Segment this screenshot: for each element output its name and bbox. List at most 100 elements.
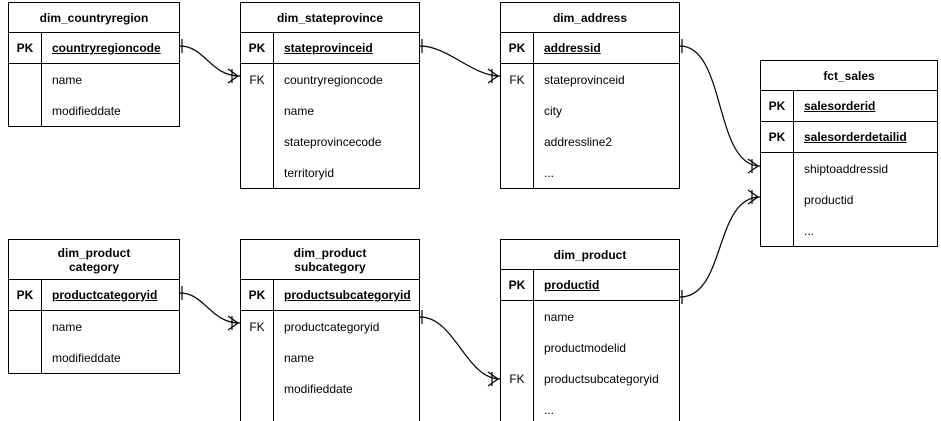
attribute-key-column [761,153,794,246]
key-badge [241,373,273,404]
attribute-name: addressline2 [544,134,613,149]
attribute-key-column [9,311,42,373]
attribute-body: FK name productmodelid productsubcategor… [501,301,679,421]
entity-title-line: dim_product [57,245,131,260]
attribute-row-primary-key[interactable]: PK salesorderdetailid [761,122,937,153]
attribute-name: ... [284,412,295,421]
attribute-row-primary-key[interactable]: PK countryregioncode [9,33,179,64]
entity-dim-stateprovince[interactable]: dim_stateprovince PK stateprovinceid FK … [240,2,420,189]
key-badge-pk: PK [501,33,534,63]
attribute-row-primary-key[interactable]: PK productid [501,270,679,301]
key-badge [501,95,533,126]
key-badge-fk: FK [509,72,525,87]
entity-title-line: fct_sales [823,68,875,83]
connector-subcategory-to-product [419,310,501,387]
attribute-name-column: name modifieddate [42,64,179,126]
attribute-name: modifieddate [52,103,121,118]
key-badge [9,64,41,95]
connector-productcategory-to-subcategory [179,286,241,331]
entity-title-dim-product: dim_product [501,240,679,270]
attribute-name: salesorderid [804,99,876,113]
entity-fct-sales[interactable]: fct_sales PK salesorderid PK salesorderd… [760,60,938,247]
key-badge [9,342,41,373]
key-badge [501,332,533,363]
key-badge [9,311,41,342]
entity-title-line: category [68,259,120,274]
key-badge [501,157,533,188]
entity-dim-product[interactable]: dim_product PK productid FK name product… [500,239,680,421]
attribute-key-column: FK [501,64,534,188]
entity-title-dim-productsubcategory: dim_product subcategory [241,240,419,280]
attribute-name: name [284,350,315,365]
entity-title-line: dim_stateprovince [276,10,384,25]
attribute-row-primary-key[interactable]: PK productsubcategoryid [241,280,419,311]
entity-title-dim-countryregion: dim_countryregion [9,3,179,33]
entity-dim-productsubcategory[interactable]: dim_product subcategory PK productsubcat… [240,239,420,421]
entity-title-line: dim_product [553,247,627,262]
attribute-body: name modifieddate [9,64,179,126]
key-badge-pk: PK [241,280,274,310]
connector-countryregion-to-stateprovince [179,39,241,84]
key-badge-pk: PK [9,280,42,310]
attribute-name: shiptoaddressid [804,161,889,176]
attribute-row-primary-key[interactable]: PK salesorderid [761,91,937,122]
attribute-name: modifieddate [52,350,121,365]
attribute-key-column: FK [241,64,274,188]
entity-dim-address[interactable]: dim_address PK addressid FK stateprovinc… [500,2,680,189]
attribute-name: city [544,103,562,118]
entity-title-fct-sales: fct_sales [761,61,937,91]
attribute-name: productmodelid [544,340,627,355]
attribute-name: productsubcategoryid [544,371,659,386]
attribute-name: productsubcategoryid [284,288,411,302]
attribute-body: FK stateprovinceid city addressline2 ... [501,64,679,188]
attribute-body: FK countryregioncode name stateprovincec… [241,64,419,188]
key-badge [241,342,273,373]
entity-title-line: dim_address [552,10,628,25]
entity-dim-productcategory[interactable]: dim_product category PK productcategoryi… [8,239,180,374]
key-badge-fk: FK [249,72,265,87]
attribute-body: shiptoaddressid productid ... [761,153,937,246]
entity-title-dim-stateprovince: dim_stateprovince [241,3,419,33]
attribute-name: productid [544,278,600,292]
key-badge [501,394,533,421]
attribute-name: modifieddate [284,381,353,396]
attribute-row-primary-key[interactable]: PK productcategoryid [9,280,179,311]
attribute-name: territoryid [284,165,335,180]
key-badge-fk: FK [509,371,525,386]
attribute-name-column: stateprovinceid city addressline2 ... [534,64,679,188]
key-badge [761,215,793,246]
attribute-row-primary-key[interactable]: PK stateprovinceid [241,33,419,64]
entity-title-line: dim_countryregion [39,10,149,25]
entity-title-line: subcategory [294,259,366,274]
attribute-name: name [544,309,575,324]
attribute-body: FK productcategoryid name modifieddate .… [241,311,419,421]
attribute-key-column: FK [241,311,274,421]
key-badge-fk: FK [249,319,265,334]
attribute-name-column: countryregioncode name stateprovincecode… [274,64,419,188]
connector-product-to-sales [679,189,761,304]
key-badge [761,153,793,184]
attribute-name-column: name modifieddate [42,311,179,373]
connector-stateprovince-to-address [419,39,501,84]
entity-title-dim-productcategory: dim_product category [9,240,179,280]
attribute-name-column: name productmodelid productsubcategoryid… [534,301,679,421]
attribute-name: stateprovinceid [284,41,373,55]
attribute-name: stateprovincecode [284,134,382,149]
entity-dim-countryregion[interactable]: dim_countryregion PK countryregioncode n… [8,2,180,127]
key-badge [241,157,273,188]
attribute-row-primary-key[interactable]: PK addressid [501,33,679,64]
attribute-name-column: shiptoaddressid productid ... [794,153,937,246]
attribute-key-column: FK [501,301,534,421]
key-badge [501,301,533,332]
attribute-name: name [52,72,83,87]
key-badge [501,126,533,157]
entity-title-line: dim_product [293,245,367,260]
key-badge [9,95,41,126]
attribute-name: stateprovinceid [544,72,625,87]
key-badge-pk: PK [761,91,794,121]
key-badge [761,184,793,215]
attribute-name: ... [544,402,555,417]
entity-title-dim-address: dim_address [501,3,679,33]
attribute-name: productcategoryid [52,288,158,302]
